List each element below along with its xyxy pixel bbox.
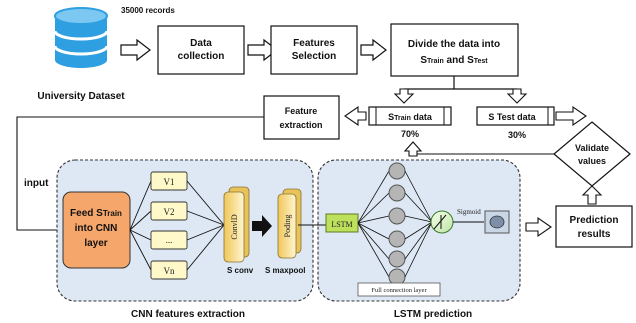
arrow-up-train: [403, 141, 423, 157]
s-maxpool-label: S maxpool: [265, 266, 305, 275]
hidden-nodes: [388, 162, 406, 286]
train-pct: 70%: [401, 129, 419, 139]
feed-line1: Feed STrain: [70, 208, 122, 219]
input-connector: [16, 116, 264, 231]
svg-text:Vn: Vn: [164, 266, 175, 276]
v-node-1: V1: [150, 171, 188, 191]
arrow-db-collection: [120, 38, 151, 62]
v-node-n: Vn: [150, 260, 188, 280]
cnn-caption: CNN features extraction: [131, 309, 245, 320]
arrow-down-test: [506, 88, 528, 104]
test-data-box: [476, 106, 555, 126]
arrow-selection-divide: [360, 38, 387, 62]
sigmoid-node: [430, 210, 454, 234]
data-collection-box: [157, 25, 245, 75]
lstm-node-lines: [357, 170, 390, 278]
v-node-2: V2: [150, 201, 188, 221]
validate-line1: Validate: [575, 143, 609, 153]
svg-text:V2: V2: [164, 207, 175, 217]
divide-data-box: [390, 23, 519, 77]
validate-line2: values: [578, 156, 606, 166]
divide-line1: Divide the data into: [408, 39, 500, 50]
full-connection-label: Full connection layer: [371, 287, 427, 294]
split-connector: [404, 76, 517, 90]
lstm-caption: LSTM prediction: [394, 309, 472, 320]
test-pct: 30%: [508, 130, 526, 140]
feed-fan-lines: [129, 180, 152, 271]
svg-text:ConvlD: ConvlD: [230, 214, 239, 240]
node-sigmoid-lines: [404, 170, 433, 278]
output-node: [484, 210, 510, 234]
s-conv-label: S conv: [227, 266, 254, 275]
database-icon: [53, 7, 109, 68]
feature-extraction-line1: Feature: [285, 106, 318, 116]
features-selection-box: [270, 25, 358, 75]
divide-line2: STrain and STest: [420, 55, 488, 66]
arrow-train-feature: [344, 105, 367, 127]
dataset-name: University Dataset: [37, 91, 125, 102]
features-selection-line1: Features: [293, 38, 335, 49]
v-node-ellipsis: ...: [150, 230, 188, 250]
svg-text:Poding: Poding: [283, 215, 292, 238]
feed-line3: layer: [84, 238, 107, 249]
train-data-box: [368, 106, 452, 126]
arrow-conv-pool: [252, 215, 272, 237]
prediction-results-box: [555, 205, 633, 248]
arrow-up-validate: [581, 185, 603, 205]
train-data-label: STrain data: [388, 112, 433, 122]
conv1d-block: ConvlD: [223, 186, 250, 263]
sigmoid-label: Sigmoid: [457, 208, 481, 216]
lstm-box-label: LSTM: [331, 220, 352, 229]
features-selection-line2: Selection: [292, 51, 336, 62]
prediction-line2: results: [578, 229, 611, 240]
feature-extraction-line2: extraction: [279, 120, 322, 130]
svg-text:V1: V1: [164, 177, 175, 187]
prediction-line1: Prediction: [570, 215, 619, 226]
arrow-down-train: [393, 88, 415, 104]
input-label: input: [24, 178, 49, 189]
arrow-test-validate: [555, 105, 587, 127]
v-conv-lines: [186, 180, 225, 271]
svg-text:...: ...: [166, 235, 173, 245]
full-connection-box: [357, 282, 441, 297]
records-count: 35000 records: [121, 6, 175, 15]
data-collection-line2: collection: [178, 51, 225, 62]
feed-line2: into CNN: [75, 223, 118, 234]
validate-diamond: [553, 121, 631, 187]
feature-extraction-box: [263, 95, 340, 140]
data-collection-line1: Data: [190, 38, 212, 49]
test-data-label: S Test data: [488, 112, 536, 122]
pooling-block: Poding: [277, 188, 302, 259]
arrow-lstm-prediction: [525, 216, 552, 238]
